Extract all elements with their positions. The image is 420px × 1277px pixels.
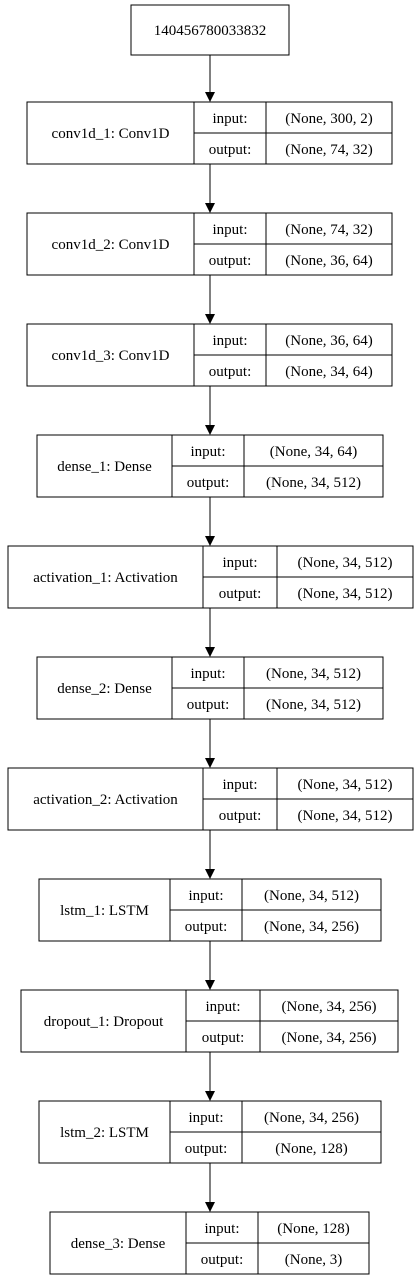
output-shape: (None, 128) bbox=[275, 1141, 347, 1157]
input-label: input: bbox=[204, 1221, 239, 1237]
input-shape: (None, 34, 512) bbox=[264, 888, 359, 904]
layer-node: lstm_1: LSTM input: output: (None, 34, 512)… bbox=[38, 878, 382, 942]
output-label: output: bbox=[185, 919, 228, 935]
input-label: input: bbox=[212, 333, 247, 349]
input-shape: (None, 34, 512) bbox=[298, 555, 393, 571]
input-label: input: bbox=[222, 555, 257, 571]
root-node: 140456780033832 bbox=[130, 4, 290, 56]
layer-node: lstm_2: LSTM input: output: (None, 34, 256)… bbox=[38, 1100, 382, 1164]
layer-name: activation_2: Activation bbox=[33, 792, 178, 808]
layer-name: conv1d_3: Conv1D bbox=[52, 348, 170, 364]
output-label: output: bbox=[187, 697, 230, 713]
layer-node: dense_3: Dense input: output: (None, 128) (N… bbox=[49, 1211, 370, 1275]
output-label: output: bbox=[209, 253, 252, 269]
input-shape: (None, 128) bbox=[277, 1221, 349, 1237]
input-shape: (None, 300, 2) bbox=[285, 111, 372, 127]
layer-node: dense_2: Dense input: output: (None, 34, 51… bbox=[36, 656, 384, 720]
input-label: input: bbox=[190, 444, 225, 460]
output-label: output: bbox=[219, 586, 262, 602]
output-shape: (None, 34, 512) bbox=[266, 697, 361, 713]
input-shape: (None, 34, 512) bbox=[298, 777, 393, 793]
output-shape: (None, 34, 256) bbox=[282, 1030, 377, 1046]
layer-name: dense_3: Dense bbox=[71, 1236, 166, 1252]
input-label: input: bbox=[212, 222, 247, 238]
input-shape: (None, 34, 64) bbox=[270, 444, 357, 460]
input-shape: (None, 34, 256) bbox=[264, 1110, 359, 1126]
output-shape: (None, 3) bbox=[285, 1252, 342, 1268]
layer-node: conv1d_2: Conv1D input: output: (None, 74, … bbox=[26, 212, 393, 276]
root-node-label: 140456780033832 bbox=[154, 23, 267, 39]
layer-node: activation_1: Activation input: output: (No… bbox=[7, 545, 414, 609]
layer-name: activation_1: Activation bbox=[33, 570, 178, 586]
output-shape: (None, 74, 32) bbox=[285, 142, 372, 158]
layer-node: conv1d_1: Conv1D input: output: (None, 300,… bbox=[26, 101, 393, 165]
layer-name: lstm_1: LSTM bbox=[60, 903, 149, 919]
input-shape: (None, 36, 64) bbox=[285, 333, 372, 349]
input-label: input: bbox=[212, 111, 247, 127]
layer-name: dense_1: Dense bbox=[57, 459, 152, 475]
output-label: output: bbox=[219, 808, 262, 824]
layer-name: dropout_1: Dropout bbox=[44, 1014, 164, 1030]
layer-nodes: conv1d_1: Conv1D input: output: (None, 300,… bbox=[7, 101, 414, 1275]
layer-name: dense_2: Dense bbox=[57, 681, 152, 697]
input-shape: (None, 34, 512) bbox=[266, 666, 361, 682]
layer-node: dense_1: Dense input: output: (None, 34, 64… bbox=[36, 434, 384, 498]
output-label: output: bbox=[202, 1030, 245, 1046]
layer-node: activation_2: Activation input: output: (No… bbox=[7, 767, 414, 831]
output-shape: (None, 34, 64) bbox=[285, 364, 372, 380]
output-label: output: bbox=[201, 1252, 244, 1268]
layer-node: conv1d_3: Conv1D input: output: (None, 36, … bbox=[26, 323, 393, 387]
output-label: output: bbox=[209, 142, 252, 158]
output-shape: (None, 34, 512) bbox=[266, 475, 361, 491]
layer-node: dropout_1: Dropout input: output: (None, 34… bbox=[20, 989, 399, 1053]
input-shape: (None, 74, 32) bbox=[285, 222, 372, 238]
output-label: output: bbox=[185, 1141, 228, 1157]
layer-name: lstm_2: LSTM bbox=[60, 1125, 149, 1141]
output-shape: (None, 34, 512) bbox=[298, 808, 393, 824]
layer-name: conv1d_1: Conv1D bbox=[52, 126, 170, 142]
input-label: input: bbox=[205, 999, 240, 1015]
layer-name: conv1d_2: Conv1D bbox=[52, 237, 170, 253]
input-shape: (None, 34, 256) bbox=[282, 999, 377, 1015]
input-label: input: bbox=[222, 777, 257, 793]
output-shape: (None, 34, 256) bbox=[264, 919, 359, 935]
input-label: input: bbox=[188, 888, 223, 904]
output-shape: (None, 36, 64) bbox=[285, 253, 372, 269]
input-label: input: bbox=[188, 1110, 223, 1126]
output-label: output: bbox=[187, 475, 230, 491]
output-label: output: bbox=[209, 364, 252, 380]
input-label: input: bbox=[190, 666, 225, 682]
output-shape: (None, 34, 512) bbox=[298, 586, 393, 602]
